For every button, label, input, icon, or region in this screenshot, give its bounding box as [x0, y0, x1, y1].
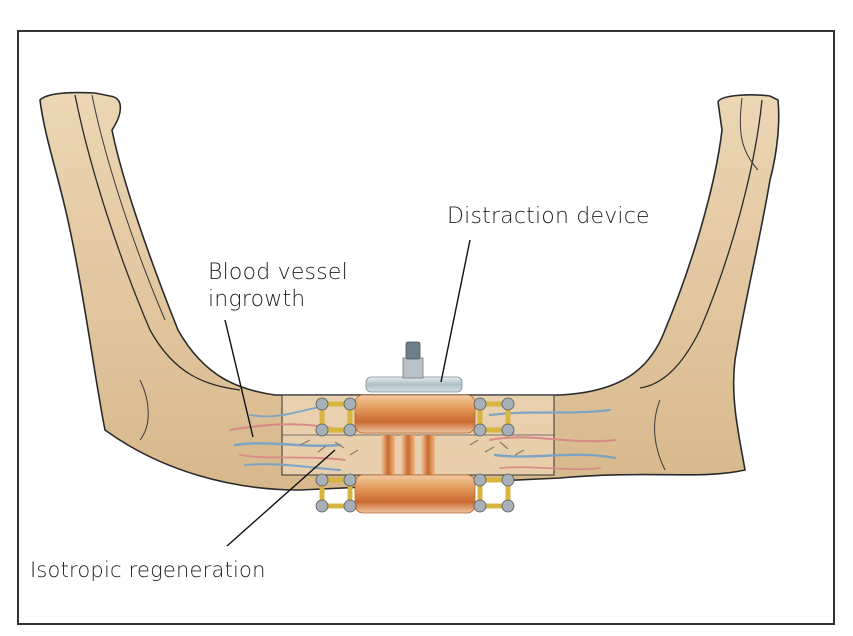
- lower-cylinder: [354, 474, 476, 514]
- activation-knob-base: [402, 357, 424, 379]
- activation-knob-top: [405, 341, 421, 360]
- right-angle-ridge: [654, 399, 666, 471]
- leader-line-vessel: [224, 319, 254, 438]
- left-ramus-ridge-2: [91, 94, 166, 321]
- leader-line-device: [440, 239, 471, 383]
- label-distraction-device: Distraction device: [447, 204, 650, 229]
- label-blood-vessel: Blood vessel: [208, 260, 348, 285]
- right-ramus-ridge-2: [739, 97, 759, 171]
- right-ramus-ridge: [639, 99, 763, 389]
- left-ramus-ridge: [74, 94, 241, 391]
- distraction-bar: [365, 376, 463, 393]
- fixation-screws: [315, 397, 515, 513]
- leader-line-isotropic: [226, 449, 336, 547]
- left-angle-ridge: [139, 379, 149, 441]
- mandible-bone: [39, 91, 780, 491]
- scaffold-texture: [299, 439, 525, 456]
- threaded-rods: [381, 435, 435, 477]
- upper-cylinder: [354, 394, 476, 434]
- label-isotropic-regeneration: Isotropic regeneration: [30, 558, 266, 582]
- label-ingrowth: ingrowth: [208, 287, 306, 312]
- fixation-plates: [319, 401, 511, 509]
